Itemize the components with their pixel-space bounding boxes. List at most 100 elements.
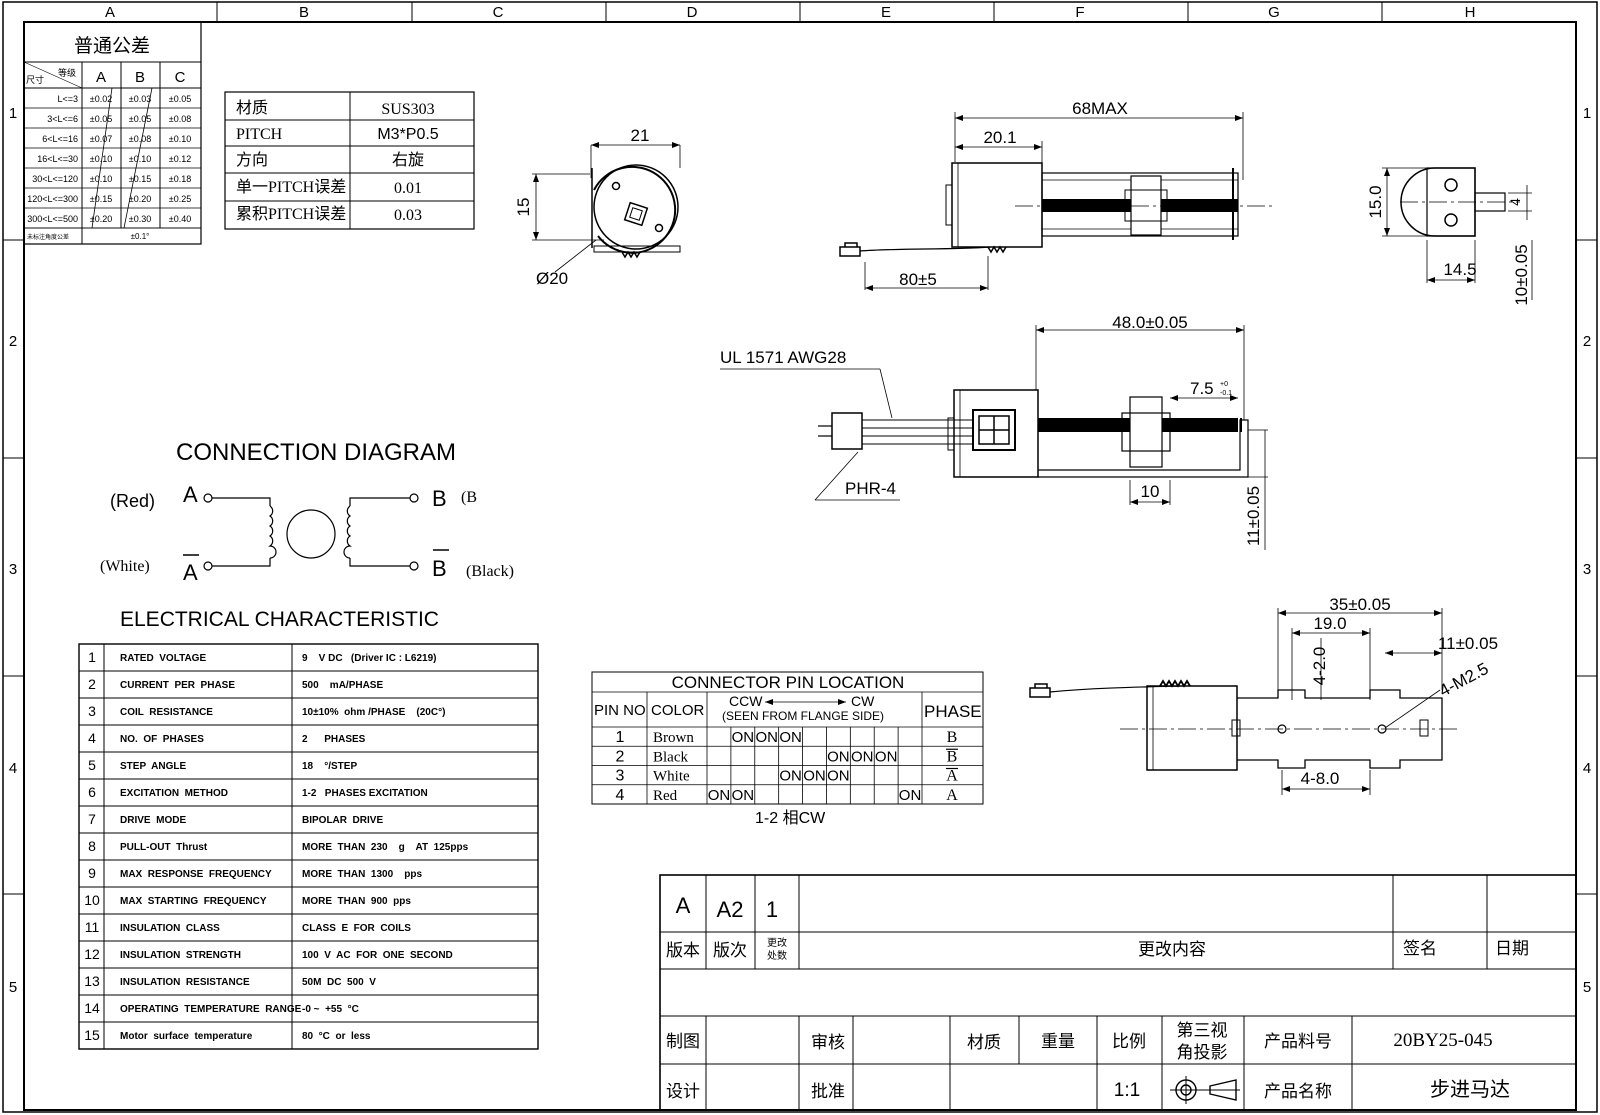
electrical-row-number: 12 [84, 946, 100, 962]
tolerance-range: 16<L<=30 [37, 154, 78, 164]
bottom-dim-4-8: 4-8.0 [1301, 769, 1340, 788]
seen-from-flange-label: (SEEN FROM FLANGE SIDE) [722, 709, 884, 723]
terminal-a-bar: A [183, 560, 198, 585]
row-label: 5 [9, 979, 17, 996]
electrical-row-value: 50M DC 500 V [302, 977, 376, 988]
top-view: 68MAX 20.1 80±5 [839, 99, 1275, 291]
column-label: G [1268, 4, 1280, 21]
material-block-label: 材质 [967, 1033, 1001, 1052]
revision-letter: A [676, 893, 691, 918]
pin-state: ON [779, 768, 802, 785]
pitch-label: PITCH [236, 126, 283, 143]
part-number-value: 20BY25-045 [1393, 1030, 1492, 1051]
electrical-row-value: -0 ~ +55 °C [302, 1004, 359, 1015]
pin-state: ON [827, 768, 850, 785]
weight-label: 重量 [1041, 1032, 1075, 1051]
row-label: 3 [9, 561, 17, 578]
electrical-row-number: 5 [88, 757, 96, 773]
electrical-row-value: 80 °C or less [302, 1031, 371, 1042]
pin-table-caption: 1-2 相CW [755, 809, 826, 827]
phase-header: PHASE [924, 702, 982, 721]
change-count-header-bottom: 处数 [767, 949, 787, 962]
main-view: 48.0±0.05 UL 1571 AWG28 PHR-4 7.5 +0 -0.… [720, 313, 1268, 550]
pin-phase: A [946, 787, 958, 804]
third-angle-projection-icon [1170, 1076, 1240, 1104]
tolerance-value-c: ±0.12 [169, 154, 191, 164]
tolerance-value-c: ±0.08 [169, 114, 191, 124]
electrical-row-number: 2 [88, 676, 96, 692]
bottom-dim-11: 11±0.05 [1438, 634, 1498, 653]
tolerance-value-a: ±0.05 [90, 114, 112, 124]
connection-diagram-title: CONNECTION DIAGRAM [176, 439, 456, 466]
electrical-row-value: MORE THAN 1300 pps [302, 869, 422, 880]
overall-length-dim: 68MAX [1072, 99, 1128, 118]
electrical-row-value: 500 mA/PHASE [302, 680, 383, 691]
tolerance-corner-grade: 等级 [58, 67, 76, 78]
nut-width-dim: 7.5 [1190, 379, 1214, 398]
electrical-row-item: NO. OF PHASES [120, 734, 204, 745]
side-height-dim: 15.0 [1366, 185, 1385, 218]
tolerance-value-c: ±0.25 [169, 194, 191, 204]
stroke-dim: 10 [1141, 482, 1160, 501]
connector-label: PHR-4 [845, 479, 896, 498]
cumulative-pitch-error-label: 累积PITCH误差 [236, 205, 346, 223]
pin-phase: A [946, 768, 958, 785]
tolerance-value-a: ±0.10 [90, 154, 112, 164]
electrical-row-number: 7 [88, 811, 96, 827]
row-label: 1 [9, 105, 17, 122]
material-table: 材质 PITCH 方向 单一PITCH误差 累积PITCH误差 SUS303 M… [224, 91, 475, 230]
electrical-row-value: 9 V DC (Driver IC : L6219) [302, 653, 437, 664]
tolerance-value-c: ±0.05 [169, 94, 191, 104]
electrical-row-value: 2 PHASES [302, 734, 366, 745]
row-label: 4 [9, 760, 17, 777]
check-label: 审核 [811, 1033, 845, 1052]
cumulative-pitch-error-value: 0.03 [394, 207, 422, 224]
wire-spec-label: UL 1571 AWG28 [720, 348, 846, 367]
electrical-row-item: PULL-OUT Thrust [120, 842, 208, 853]
front-height-dim: 15 [514, 198, 533, 217]
tolerance-title: 普通公差 [74, 35, 150, 57]
row-label: 5 [1583, 979, 1591, 996]
approve-label: 批准 [811, 1082, 845, 1101]
pin-number: 2 [616, 748, 625, 765]
bottom-view: 35±0.05 19.0 4-2.0 11±0.05 4-M2.5 4-8.0 [1029, 595, 1498, 795]
tolerance-range: 6<L<=16 [42, 134, 78, 144]
electrical-row-item: INSULATION STRENGTH [120, 950, 241, 961]
bottom-dim-35: 35±0.05 [1329, 595, 1390, 614]
electrical-row-number: 13 [84, 973, 100, 989]
electrical-row-item: MAX STARTING FREQUENCY [120, 896, 267, 907]
pin-state: ON [732, 729, 755, 746]
main-length-dim: 48.0±0.05 [1112, 313, 1188, 332]
column-label: A [105, 4, 115, 21]
electrical-row-number: 10 [84, 892, 100, 908]
tolerance-value-b: ±0.15 [129, 174, 151, 184]
direction-value: 右旋 [392, 151, 424, 169]
pin-state: ON [779, 729, 802, 746]
tolerance-range: 120<L<=300 [27, 194, 78, 204]
tolerance-value-a: ±0.07 [90, 134, 112, 144]
pin-state: ON [875, 748, 898, 765]
electrical-row-item: INSULATION CLASS [120, 923, 220, 934]
pin-state: ON [827, 748, 850, 765]
column-label: F [1075, 4, 1084, 21]
electrical-row-value: 100 V AC FOR ONE SECOND [302, 950, 453, 961]
side-width-dim: 14.5 [1443, 260, 1476, 279]
times-header: 版次 [713, 941, 747, 960]
wire-color-b: (B [461, 489, 477, 506]
pin-color: White [653, 769, 690, 785]
main-height-dim: 11±0.05 [1244, 486, 1263, 546]
tolerance-value-c: ±0.40 [169, 214, 191, 224]
pin-phase: B [947, 748, 958, 765]
tolerance-value-b: ±0.30 [129, 214, 151, 224]
direction-label: 方向 [236, 151, 268, 169]
electrical-row-item: RATED VOLTAGE [120, 653, 206, 664]
electrical-row-number: 1 [88, 649, 96, 665]
tolerance-range: 300<L<=500 [27, 214, 78, 224]
pin-state: ON [708, 787, 731, 804]
electrical-row-number: 4 [88, 730, 96, 746]
bottom-dim-19: 19.0 [1313, 614, 1346, 633]
terminal-b-bar: B [432, 556, 447, 581]
electrical-row-value: 18 °/STEP [302, 761, 357, 772]
electrical-row-item: EXCITATION METHOD [120, 788, 228, 799]
